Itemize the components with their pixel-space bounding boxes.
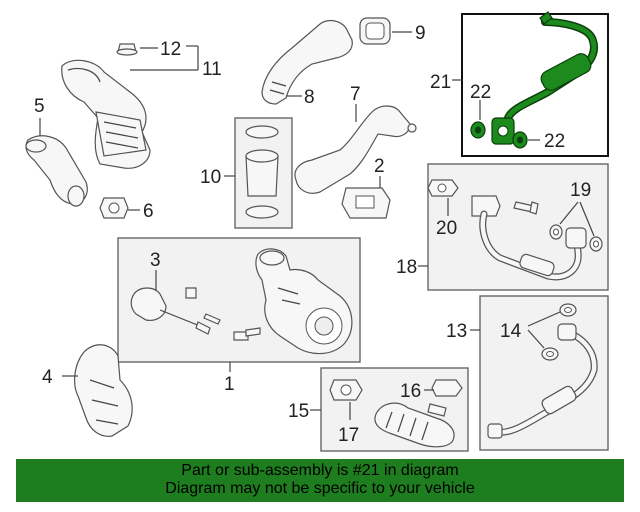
gasket-19b[interactable]: [589, 236, 603, 252]
turbocharger-1[interactable]: [255, 248, 353, 355]
hose-clamp-set-10[interactable]: [245, 125, 279, 219]
callout-3: 3: [150, 250, 161, 271]
callout-2: 2: [374, 156, 385, 177]
gasket-14b[interactable]: [541, 347, 559, 361]
banner-line-2: Diagram may not be specific to your vehi…: [165, 480, 475, 497]
callout-14: 14: [500, 321, 522, 342]
pipe-18[interactable]: [471, 195, 587, 281]
callout-22a: 22: [470, 82, 491, 103]
callout-15: 15: [288, 401, 309, 422]
callout-17: 17: [338, 425, 359, 446]
heat-shield-4[interactable]: [74, 344, 133, 437]
callout-22b: 22: [544, 131, 565, 152]
hose-8[interactable]: [261, 19, 353, 105]
callout-16: 16: [400, 381, 421, 402]
gasket-6[interactable]: [99, 197, 129, 219]
callout-8: 8: [304, 87, 315, 108]
callout-18: 18: [396, 257, 417, 278]
gasket-22-left[interactable]: [470, 121, 486, 139]
callout-10: 10: [200, 167, 221, 188]
banner-line-1: Part or sub-assembly is #21 in diagram: [181, 462, 459, 479]
bolt-18[interactable]: [513, 201, 539, 215]
callout-12: 12: [160, 39, 181, 60]
gasket-9[interactable]: [359, 17, 391, 45]
callout-13: 13: [446, 321, 467, 342]
gasket-17[interactable]: [329, 379, 363, 401]
pipe-13[interactable]: [487, 323, 598, 439]
callout-21: 21: [430, 72, 451, 93]
callout-7: 7: [350, 84, 361, 105]
cap-12[interactable]: [116, 43, 138, 56]
actuator-3[interactable]: [130, 287, 211, 335]
gasket-14a[interactable]: [559, 303, 577, 317]
highlight-banner: Part or sub-assembly is #21 in diagram D…: [16, 459, 624, 502]
gasket-22-right[interactable]: [512, 131, 528, 149]
callout-6: 6: [143, 201, 154, 222]
box-21[interactable]: [461, 13, 609, 157]
gasket-19a[interactable]: [549, 224, 563, 240]
callout-4: 4: [42, 367, 53, 388]
callout-9: 9: [415, 23, 426, 44]
bolts-1[interactable]: [185, 287, 261, 341]
callout-1: 1: [224, 374, 235, 395]
box-18[interactable]: [427, 163, 609, 291]
callout-20: 20: [436, 218, 457, 239]
parts-diagram: 21 22 22 12 11 5 6 8 9: [25, 11, 609, 452]
pipe-16[interactable]: [374, 379, 463, 448]
callout-19: 19: [570, 180, 591, 201]
callout-5: 5: [34, 96, 45, 117]
hose-7[interactable]: [294, 105, 417, 194]
pipe-5[interactable]: [25, 135, 88, 207]
catalytic-converter[interactable]: [61, 59, 151, 169]
pipe-21-highlighted[interactable]: [491, 11, 598, 145]
gasket-2[interactable]: [341, 187, 391, 219]
callout-11: 11: [202, 59, 222, 80]
gasket-20[interactable]: [427, 179, 459, 197]
